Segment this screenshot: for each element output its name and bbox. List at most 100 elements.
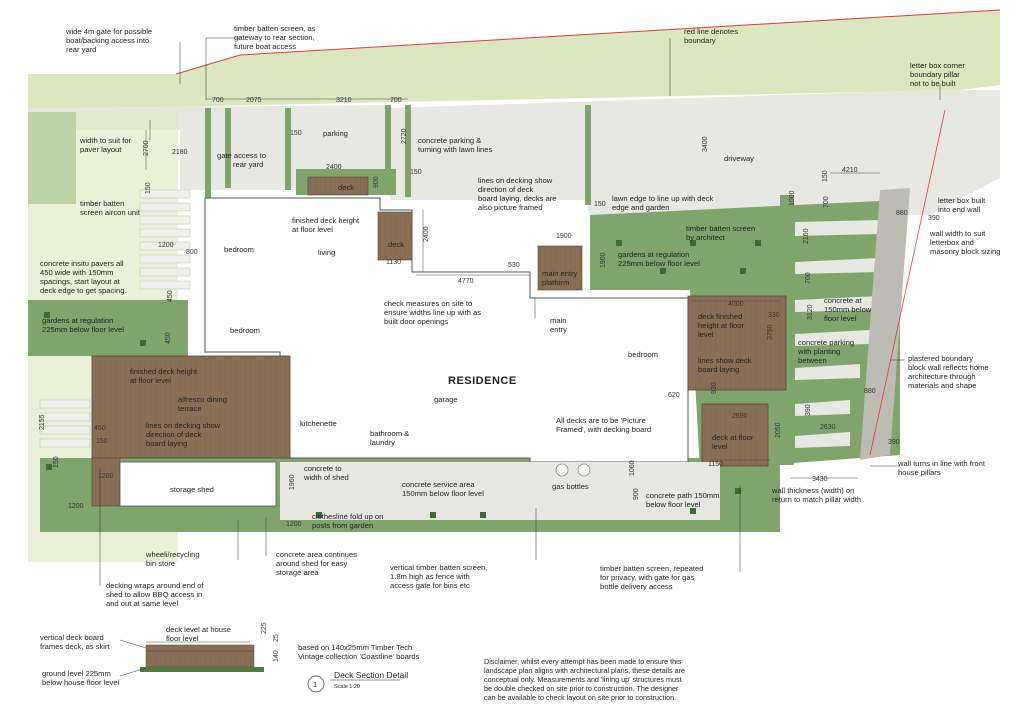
dim: 450	[94, 425, 106, 432]
deck-side-label: deck	[388, 240, 404, 249]
dim: 1150	[708, 461, 723, 468]
section-dim-225: 225	[261, 622, 268, 634]
dim: 390	[928, 215, 940, 222]
dim: 800	[186, 249, 198, 256]
plant-markers	[44, 240, 761, 518]
dim: 900	[633, 488, 640, 500]
storage-shed-label: storage shed	[170, 485, 214, 494]
dim: 4770	[458, 278, 474, 285]
dim: 1000	[789, 190, 796, 206]
bathroom-label: bathroom &laundry	[370, 429, 409, 447]
dim: 450	[165, 332, 172, 344]
dim: 150	[145, 182, 152, 194]
dim: 150	[822, 170, 829, 182]
driveway-area	[390, 90, 1000, 215]
dim: 450	[167, 290, 174, 302]
dim: 2690	[732, 413, 748, 420]
dim: 2630	[820, 424, 836, 431]
deck-front-small	[307, 176, 369, 196]
dim: 930	[711, 382, 718, 394]
dim: 700	[390, 97, 402, 104]
dim: 2075	[246, 97, 262, 104]
deck-right-lower	[701, 403, 769, 467]
dim: 3120	[807, 304, 814, 320]
deck-right-upper	[687, 295, 787, 391]
dimension-lines	[145, 98, 880, 479]
dim: 330	[768, 312, 780, 319]
section-number-circle	[307, 675, 325, 693]
garage-label: garage	[434, 395, 458, 404]
dim: 900	[373, 176, 380, 188]
dim: 3750	[767, 324, 774, 340]
dim: 1060	[629, 460, 636, 476]
dimension-labels: 700 2075 3210 700 2700 2180 150 2720 240…	[39, 97, 940, 528]
driveway-label: driveway	[724, 154, 754, 163]
paver-strips	[39, 189, 191, 448]
dim: 1200	[98, 473, 114, 480]
boundary-line	[175, 9, 1001, 75]
dim: 2400	[326, 164, 342, 171]
section-dim-140: 140	[273, 650, 280, 662]
dim: 530	[508, 262, 520, 269]
decks	[91, 176, 787, 507]
concrete-parking-note: concrete parking &turning with lawn line…	[418, 136, 492, 154]
section-number: 1	[313, 680, 317, 689]
leader-lines	[99, 37, 941, 586]
dim: 3430	[812, 476, 828, 483]
dim: 700	[212, 97, 224, 104]
section-skirt	[145, 650, 255, 668]
dim: 620	[668, 392, 680, 399]
service-area	[280, 462, 720, 520]
section-ground	[140, 667, 264, 672]
dim: 4210	[842, 167, 858, 174]
section-title: Deck Section Detail	[334, 670, 408, 680]
dim: 1200	[68, 503, 84, 510]
dim: 150	[290, 130, 302, 137]
living-label: living	[318, 248, 335, 257]
dim: 2700	[143, 140, 150, 156]
dim: 150	[96, 438, 108, 445]
dim: 3400	[702, 136, 709, 152]
dim: 2160	[803, 228, 810, 244]
dim: 150	[594, 201, 606, 208]
dim: 1900	[556, 233, 572, 240]
dim: 700	[805, 272, 812, 284]
section-scale: Scale 1:20	[334, 684, 360, 690]
top-lawn	[28, 10, 1000, 110]
dim: 1130	[386, 259, 401, 266]
right-boundary-wall	[860, 188, 910, 460]
parking-strips	[795, 220, 880, 448]
residence-label: RESIDENCE	[448, 375, 517, 387]
dim: 3210	[336, 97, 352, 104]
